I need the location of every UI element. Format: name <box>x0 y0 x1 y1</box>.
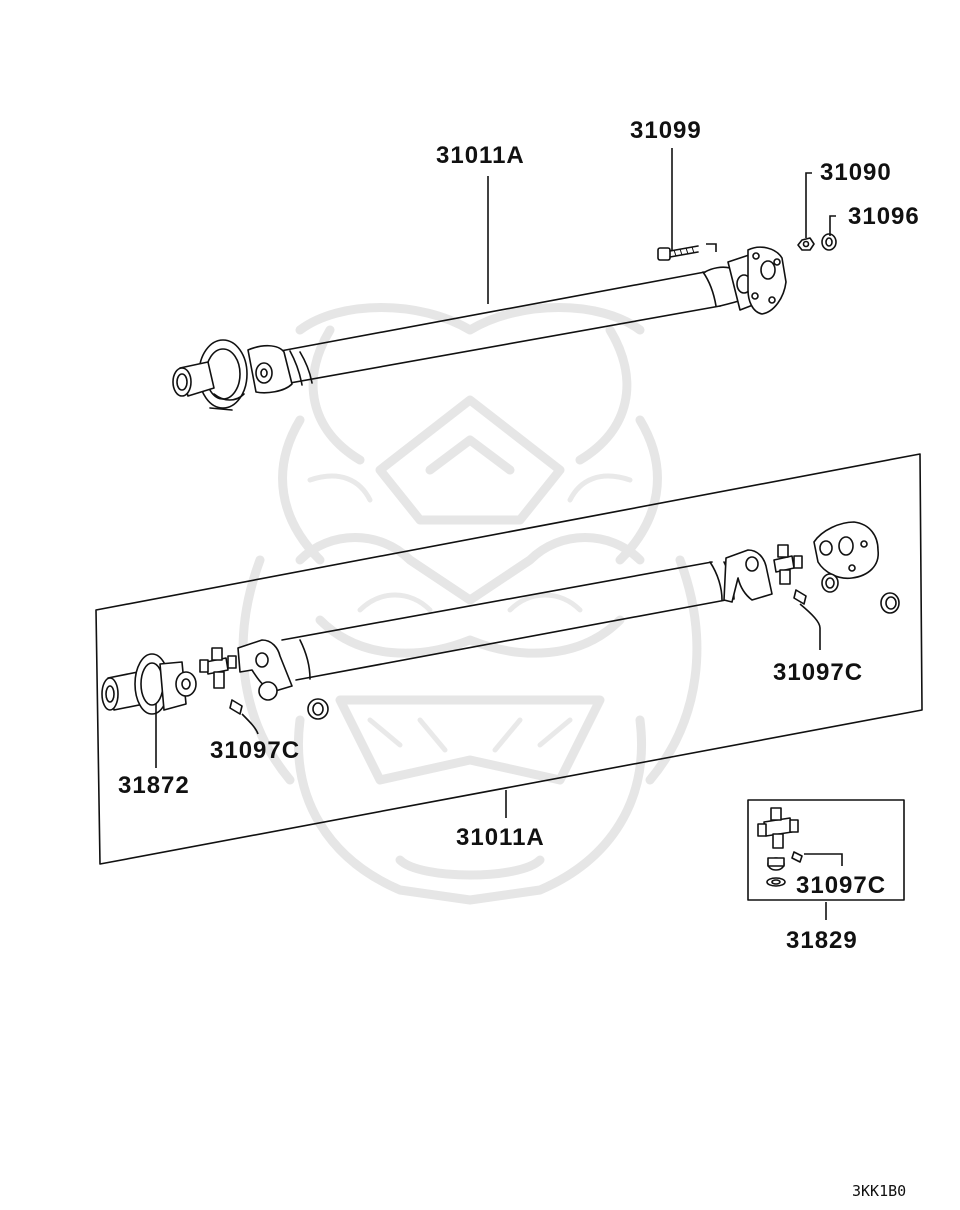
washer-part <box>821 233 837 251</box>
label-grease-fitting-right: 31097C <box>773 659 863 686</box>
bolt-part <box>657 243 717 261</box>
upper-propeller-shaft <box>172 246 787 411</box>
label-spider-kit-fitting: 31097C <box>796 872 886 899</box>
label-upper-shaft: 31011A <box>436 142 525 169</box>
lower-propeller-shaft <box>101 521 900 720</box>
label-washer: 31096 <box>848 203 920 230</box>
watermark-logo <box>238 303 702 905</box>
lower-shaft-box <box>95 453 923 865</box>
label-bolt: 31099 <box>630 117 702 144</box>
label-lower-shaft: 31011A <box>456 824 545 851</box>
label-center-bearing: 31872 <box>118 772 190 799</box>
leader-lines <box>155 148 836 920</box>
diagram-code: 3KK1B0 <box>852 1182 906 1200</box>
label-spider-kit: 31829 <box>786 927 858 954</box>
spider-kit-box <box>747 799 905 901</box>
label-nut: 31090 <box>820 159 892 186</box>
nut-part <box>797 237 815 251</box>
label-grease-fitting-left: 31097C <box>210 737 300 764</box>
